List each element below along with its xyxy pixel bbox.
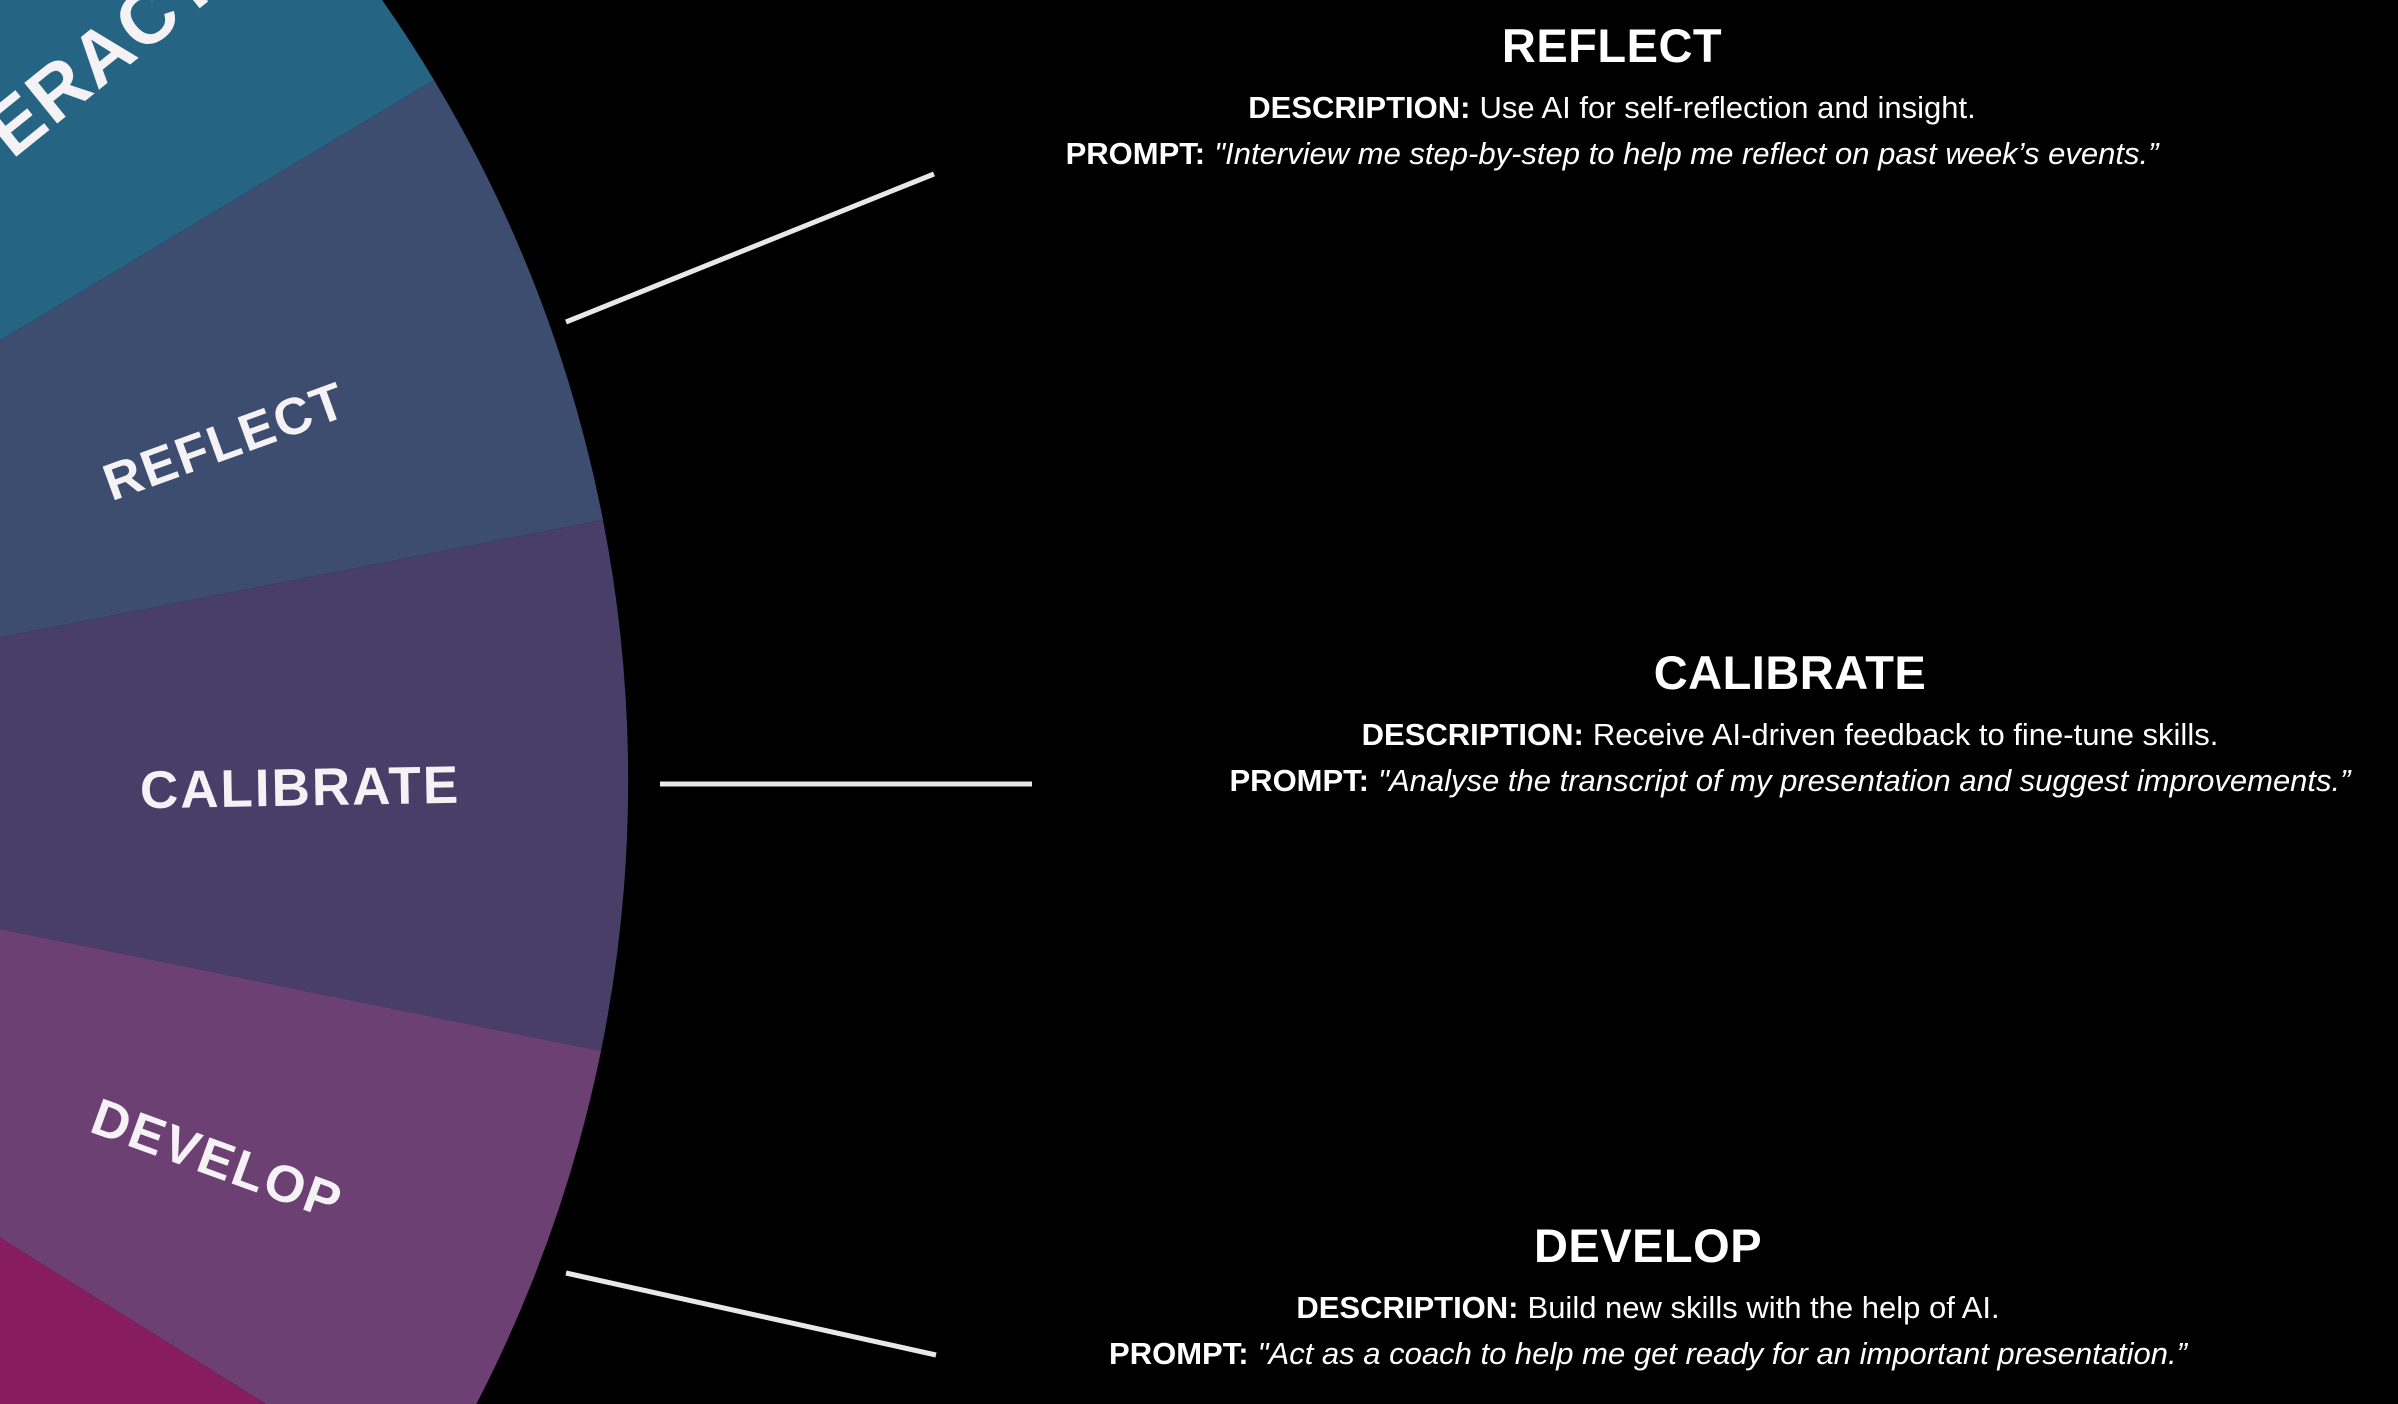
callout-block-develop: DEVELOP DESCRIPTION:Build new skills wit… bbox=[948, 1218, 2348, 1374]
description-text: Receive AI-driven feedback to fine-tune … bbox=[1592, 717, 2219, 752]
callout-description-calibrate: DESCRIPTION:Receive AI-driven feedback t… bbox=[1090, 715, 2398, 755]
wheel-segment-reflect bbox=[0, 80, 603, 638]
callout-prompt-calibrate: PROMPT:"Analyse the transcript of my pre… bbox=[1090, 761, 2398, 801]
wheel-segment-interact bbox=[0, 0, 434, 341]
prompt-text: "Interview me step-by-step to help me re… bbox=[1214, 136, 2159, 171]
callout-title-calibrate: CALIBRATE bbox=[1653, 646, 1927, 699]
prompt-text: "Analyse the transcript of my presentati… bbox=[1378, 763, 2351, 798]
callout-title-develop: DEVELOP bbox=[1533, 1219, 1763, 1272]
wheel-segment-bottom bbox=[0, 1237, 266, 1404]
prompt-label: PROMPT: bbox=[1065, 136, 1206, 171]
description-label: DESCRIPTION: bbox=[1296, 1290, 1519, 1325]
callout-line-reflect bbox=[565, 171, 935, 325]
prompt-label: PROMPT: bbox=[1229, 763, 1370, 798]
callout-block-calibrate: CALIBRATE DESCRIPTION:Receive AI-driven … bbox=[1090, 645, 2398, 801]
callout-block-reflect: REFLECT DESCRIPTION:Use AI for self-refl… bbox=[912, 18, 2312, 174]
callout-prompt-develop: PROMPT:"Act as a coach to help me get re… bbox=[948, 1334, 2348, 1374]
prompt-text: "Act as a coach to help me get ready for… bbox=[1257, 1336, 2187, 1371]
wheel-segment-calibrate bbox=[0, 520, 629, 1051]
callout-line-develop bbox=[565, 1270, 937, 1358]
description-label: DESCRIPTION: bbox=[1248, 90, 1471, 125]
callout-description-develop: DESCRIPTION:Build new skills with the he… bbox=[948, 1288, 2348, 1328]
callout-description-reflect: DESCRIPTION:Use AI for self-reflection a… bbox=[912, 88, 2312, 128]
wheel-segment-develop bbox=[0, 928, 601, 1404]
description-text: Build new skills with the help of AI. bbox=[1527, 1290, 2000, 1325]
prompt-label: PROMPT: bbox=[1109, 1336, 1249, 1371]
description-label: DESCRIPTION: bbox=[1361, 717, 1584, 752]
callout-prompt-reflect: PROMPT:"Interview me step-by-step to hel… bbox=[912, 134, 2312, 174]
callout-title-reflect: REFLECT bbox=[1501, 19, 1723, 72]
segment-label-calibrate: CALIBRATE bbox=[139, 755, 461, 821]
description-text: Use AI for self-reflection and insight. bbox=[1479, 90, 1976, 125]
